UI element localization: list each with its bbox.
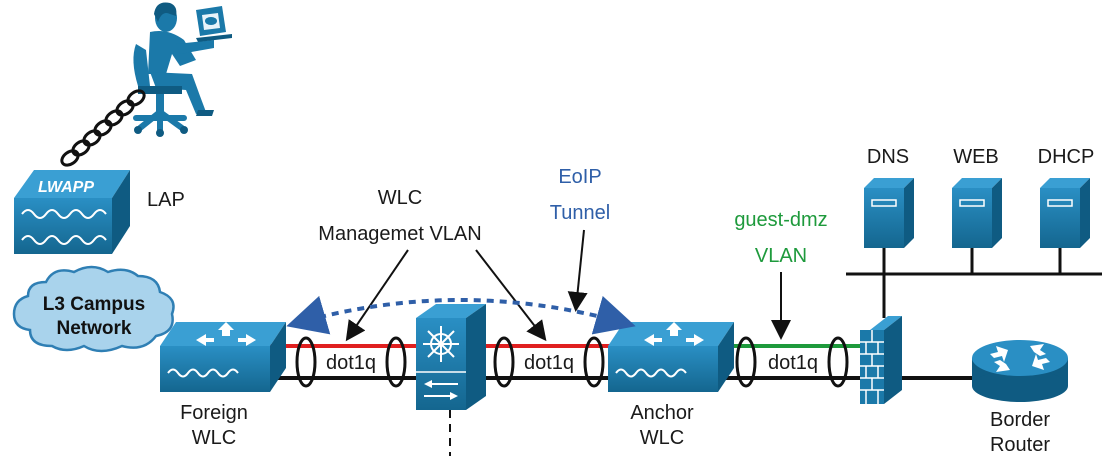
firewall-icon <box>860 316 902 404</box>
dhcp-label: DHCP <box>1038 146 1095 168</box>
cloud-label-line2: Network <box>57 318 132 339</box>
eoip-pointer-arrow <box>567 229 588 312</box>
lap-label: LAP <box>147 189 185 211</box>
wlc-mgmt-label-line1: WLC <box>378 187 422 209</box>
guest-vlan-label-line1: guest-dmz <box>734 209 827 231</box>
user-icon <box>133 2 232 137</box>
foreign-wlc-label-line1: Foreign <box>180 402 248 424</box>
anchor-wlc-icon <box>608 322 734 392</box>
anchor-wlc-label-line1: Anchor <box>630 402 694 424</box>
dns-server-icon <box>864 178 914 248</box>
dhcp-server-icon <box>1040 178 1090 248</box>
border-router-icon <box>972 340 1068 402</box>
lightweight-access-point-icon: LWAPP <box>14 170 130 254</box>
dns-label: DNS <box>867 146 909 168</box>
anchor-wlc-label-line2: WLC <box>640 427 684 449</box>
border-router-label-line2: Router <box>990 434 1050 456</box>
foreign-wlc-icon <box>160 322 286 392</box>
mgmt-arrow-right <box>475 249 547 342</box>
trunk-markers <box>295 336 849 388</box>
cloud-label-line1: L3 Campus <box>43 294 145 315</box>
guest-vlan-label-line2: VLAN <box>755 245 807 267</box>
dot1q-label-foreign: dot1q <box>326 352 376 374</box>
border-router-label-line1: Border <box>990 409 1050 431</box>
wireless-signal-icon <box>60 89 146 167</box>
links <box>268 248 1102 456</box>
web-server-icon <box>952 178 1002 248</box>
eoip-label-line1: EoIP <box>558 166 601 188</box>
mgmt-arrow-left <box>345 249 409 342</box>
multilayer-switch-icon <box>416 304 486 410</box>
web-label: WEB <box>953 146 999 168</box>
wlc-mgmt-label-line2: Managemet VLAN <box>318 223 481 245</box>
dot1q-label-anchor: dot1q <box>524 352 574 374</box>
dot1q-label-dmz: dot1q <box>768 352 818 374</box>
eoip-label-line2: Tunnel <box>550 202 610 224</box>
eoip-tunnel-arc <box>286 295 636 335</box>
campus-network-cloud: L3 Campus Network <box>12 265 175 353</box>
foreign-wlc-label-line2: WLC <box>192 427 236 449</box>
lap-logo-text: LWAPP <box>38 179 94 196</box>
